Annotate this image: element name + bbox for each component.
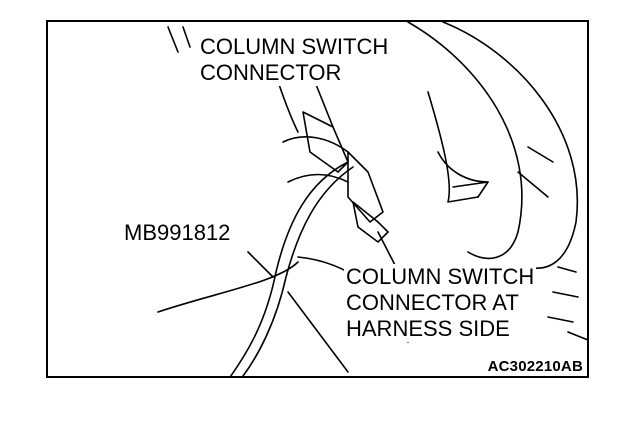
leader-line-tool	[247, 251, 274, 278]
steering-wheel-rim-inner	[407, 22, 523, 260]
label-line: CONNECTOR	[200, 60, 342, 85]
hatch-line	[287, 173, 349, 183]
hatch-line	[527, 146, 554, 163]
hatch-line	[182, 26, 191, 48]
tool-wire	[241, 166, 354, 376]
label-line: COLUMN SWITCH	[346, 264, 535, 289]
connector-body	[302, 111, 349, 173]
label-line: COLUMN SWITCH	[200, 34, 389, 59]
hatch-line	[517, 171, 549, 198]
hatch-line	[167, 26, 179, 53]
hatch-line	[567, 331, 587, 341]
label-line: CONNECTOR AT	[346, 290, 519, 315]
steering-wheel-rim	[442, 22, 579, 269]
steering-wheel-spoke	[427, 91, 479, 203]
label-tool: MB991812	[122, 220, 233, 246]
hatch-line	[437, 151, 489, 183]
hatch-line	[552, 291, 579, 298]
connector-harness	[352, 201, 389, 243]
label-harness-side-connector: COLUMN SWITCH CONNECTOR AT HARNESS SIDE	[344, 264, 537, 342]
label-column-switch-connector: COLUMN SWITCH CONNECTOR	[198, 34, 391, 86]
hatch-line	[452, 181, 489, 198]
tool-wire	[229, 161, 349, 376]
diagram-figure: COLUMN SWITCH CONNECTOR MB991812 COLUMN …	[46, 20, 589, 378]
hatch-line	[557, 266, 577, 273]
leader-line-harness	[377, 231, 397, 268]
hand-outline	[157, 261, 299, 313]
hand-outline	[287, 291, 349, 373]
label-line: HARNESS SIDE	[346, 316, 510, 341]
hatch-line	[547, 316, 574, 323]
connector-body	[347, 151, 384, 223]
figure-code: AC302210AB	[485, 358, 585, 375]
